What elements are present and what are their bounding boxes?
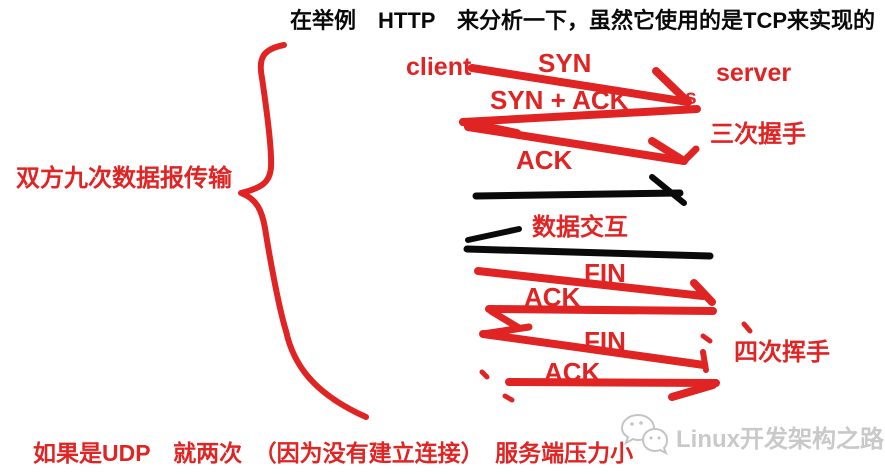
data-exchange-caption: 数据交互 [532, 214, 628, 241]
syn-arrow [468, 64, 692, 106]
data-exchange-arrow-left [463, 226, 714, 260]
data-exchange-arrow-right [472, 174, 687, 206]
stray-pen-marks [479, 321, 753, 403]
syn-label: SYN [538, 48, 592, 78]
left-brace-note: 双方九次数据报传输 [16, 165, 232, 192]
ack1-label: ACK [524, 282, 581, 312]
client-label: client [406, 53, 472, 81]
page-title: 在举例 HTTP 来分析一下，虽然它使用的是TCP来实现的 [290, 8, 876, 33]
ack2-label: ACK [544, 357, 601, 387]
handshake-caption: 三次握手 [710, 121, 806, 148]
watermark-text: Linux开发架构之路 [676, 426, 884, 453]
syn-ack-label: SYN + ACK [490, 85, 629, 115]
bottom-note: 如果是UDP 就两次 （因为没有建立连接） 服务端压力小 [33, 440, 634, 466]
fin-arrow-1 [474, 267, 716, 306]
teardown-caption: 四次挥手 [734, 339, 830, 366]
ack-arrow [464, 123, 700, 165]
server-label: server [716, 59, 792, 87]
ack-label: ACK [516, 145, 573, 175]
fin-arrow-2 [479, 330, 709, 373]
ack-arrow-3 [505, 378, 720, 401]
wechat-logo-icon [620, 413, 669, 456]
fin1-label: FIN [584, 258, 626, 288]
fin2-label: FIN [584, 326, 626, 356]
stray-letter: s [685, 86, 697, 109]
left-brace [238, 42, 369, 420]
